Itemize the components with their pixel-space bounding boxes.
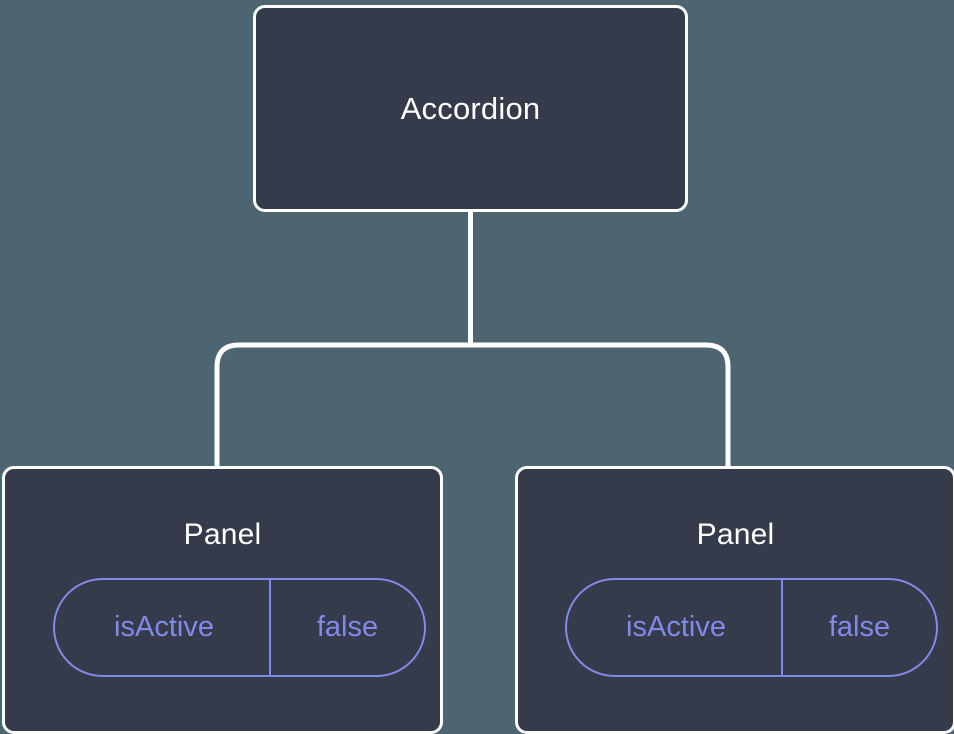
prop-pill-panel-2[interactable]: isActive false <box>565 577 938 677</box>
node-panel-1[interactable]: Panel isActive false <box>2 466 443 734</box>
node-accordion[interactable]: Accordion <box>253 5 688 212</box>
edge-root-to-panel-right <box>470 342 731 470</box>
edge-root-to-panel-left <box>214 342 471 470</box>
node-panel-2-label: Panel <box>696 518 775 551</box>
prop-value-isactive: false <box>269 579 424 675</box>
prop-key-isactive: isActive <box>114 610 214 643</box>
node-panel-2[interactable]: Panel isActive false <box>515 466 954 734</box>
node-accordion-label: Accordion <box>400 90 541 126</box>
prop-pill-panel-1[interactable]: isActive false <box>53 577 426 677</box>
prop-key-isactive: isActive <box>626 610 726 643</box>
node-panel-1-label: Panel <box>183 518 262 551</box>
prop-value-isactive: false <box>781 579 936 675</box>
